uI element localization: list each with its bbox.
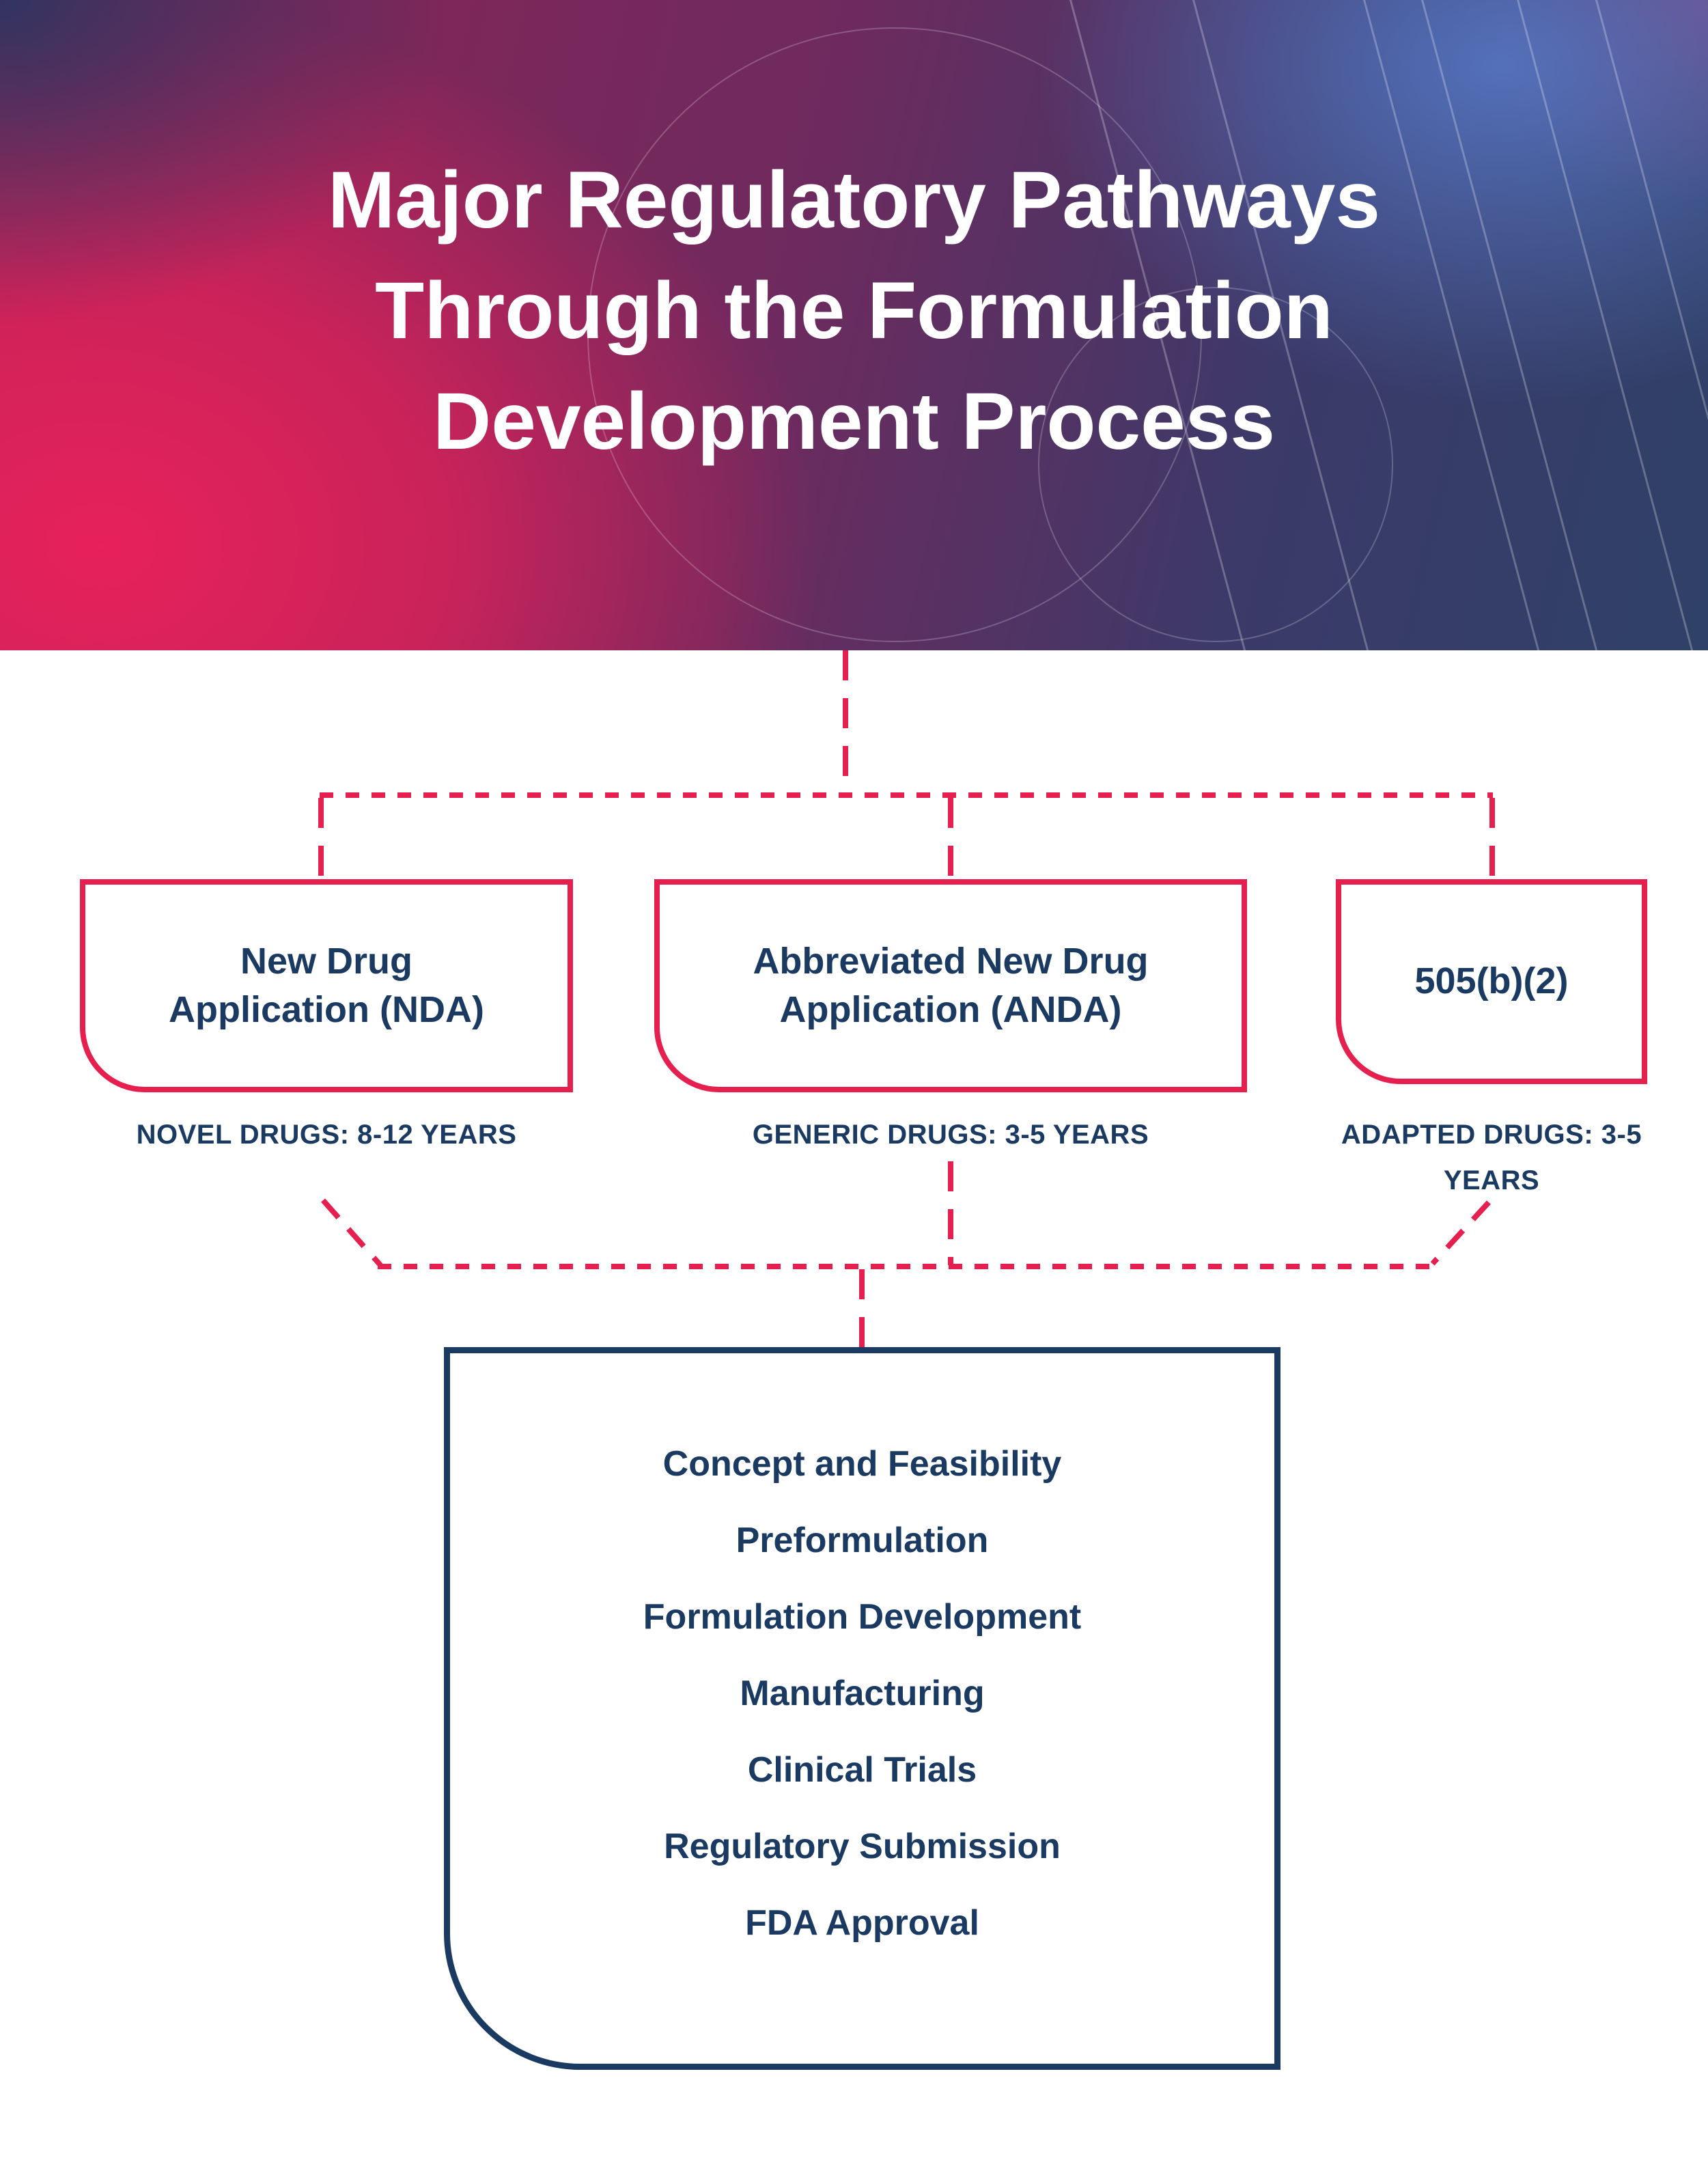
connector-diagonal-from-505b2 (1430, 1200, 1491, 1266)
header-banner: Major Regulatory Pathways Through the Fo… (0, 0, 1708, 650)
connector-header-stem (843, 650, 848, 794)
pathway-caption-anda: GENERIC DRUGS: 3-5 YEARS (752, 1120, 1149, 1150)
connector-drop-nda (318, 798, 324, 879)
process-step: Formulation Development (643, 1597, 1082, 1637)
process-step: Clinical Trials (747, 1750, 977, 1790)
pathway-box-505b2-label: 505(b)(2) (1414, 960, 1569, 1002)
decor-circle-outline (587, 27, 1202, 642)
process-box: Concept and Feasibility Preformulation F… (444, 1347, 1280, 2070)
page-title: Major Regulatory Pathways Through the Fo… (0, 145, 1708, 477)
process-step: FDA Approval (745, 1903, 979, 1943)
pathway-box-nda: New Drug Application (NDA) (80, 879, 573, 1092)
page-title-line-1: Major Regulatory Pathways (328, 155, 1380, 245)
pathway-box-nda-label: New Drug Application (NDA) (169, 940, 484, 1030)
process-step: Concept and Feasibility (662, 1444, 1062, 1484)
connector-process-stem (859, 1269, 865, 1347)
pathway-box-anda-label: Abbreviated New Drug Application (ANDA) (753, 940, 1149, 1030)
pathway-box-505b2: 505(b)(2) (1336, 879, 1647, 1084)
connector-drop-from-anda (948, 1161, 953, 1265)
page-title-line-2: Through the Formulation (375, 266, 1333, 356)
process-step: Regulatory Submission (664, 1827, 1061, 1866)
connector-drop-505b2 (1489, 798, 1495, 879)
connector-top-rail (320, 792, 1493, 798)
page-title-line-3: Development Process (433, 376, 1275, 467)
process-step: Manufacturing (740, 1674, 985, 1713)
connector-drop-anda (948, 798, 953, 879)
connector-diagonal-from-nda (321, 1198, 383, 1267)
process-step-list: Concept and Feasibility Preformulation F… (450, 1353, 1274, 1961)
connector-bottom-rail (378, 1264, 1432, 1269)
pathway-caption-nda: NOVEL DRUGS: 8-12 YEARS (136, 1120, 517, 1150)
pathway-caption-505b2: ADAPTED DRUGS: 3-5 YEARS (1341, 1120, 1642, 1196)
pathway-box-anda: Abbreviated New Drug Application (ANDA) (654, 879, 1247, 1092)
process-step: Preformulation (736, 1521, 989, 1560)
